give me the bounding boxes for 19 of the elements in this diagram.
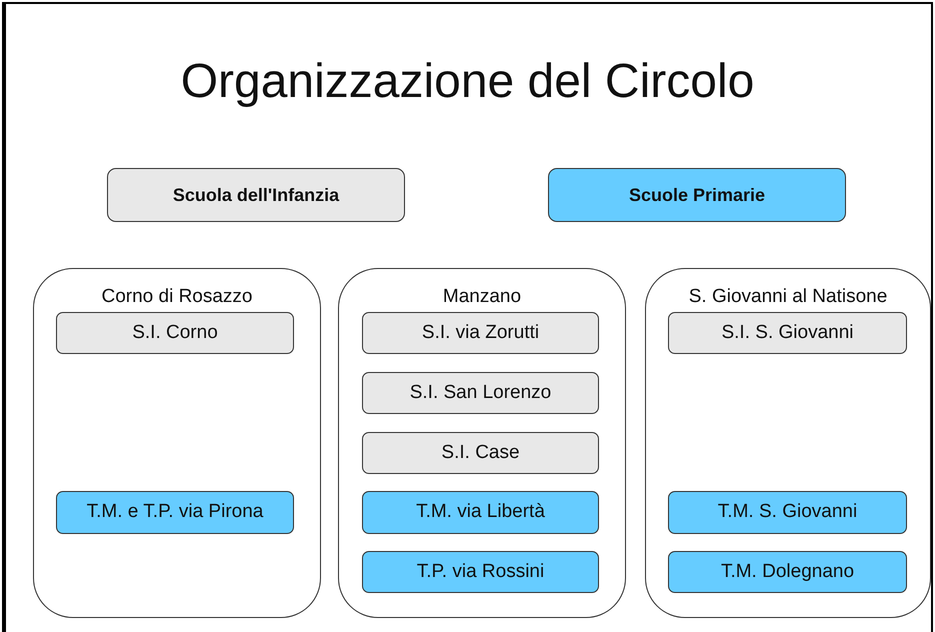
panel-heading: Corno di Rosazzo [100,285,254,309]
legend-box: Scuola dell'Infanzia [107,168,405,222]
panel-heading: S. Giovanni al Natisone [688,285,888,309]
school-box: S.I. Case [362,432,599,474]
title: Organizzazione del Circolo [180,58,756,106]
group-panel [338,268,626,618]
school-box: T.M. S. Giovanni [668,491,907,534]
school-box: S.I. via Zorutti [362,312,599,354]
school-box: T.M. e T.P. via Pirona [56,491,294,534]
school-box: S.I. Corno [56,312,294,354]
school-box: T.M. Dolegnano [668,551,907,593]
legend-box: Scuole Primarie [548,168,846,222]
group-panel [645,268,931,618]
school-box: S.I. San Lorenzo [362,372,599,414]
school-box: S.I. S. Giovanni [668,312,907,354]
panel-heading: Manzano [442,285,522,309]
group-panel [33,268,321,618]
school-box: T.P. via Rossini [362,551,599,593]
school-box: T.M. via Libertà [362,491,599,534]
